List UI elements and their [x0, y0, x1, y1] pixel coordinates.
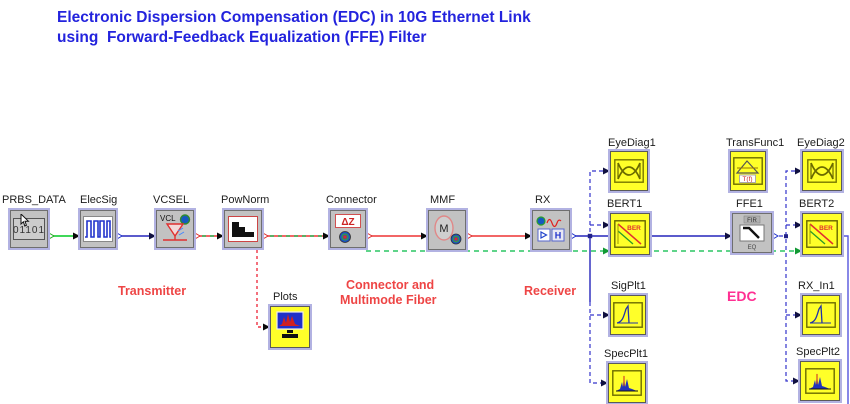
- block-mmf[interactable]: M: [428, 210, 466, 250]
- spectrum-plot-icon: [805, 368, 835, 394]
- block-pownorm[interactable]: [224, 210, 262, 248]
- section-label-fiber-line2: Multimode Fiber: [340, 293, 437, 307]
- svg-text:M: M: [439, 223, 448, 235]
- section-label-edc: EDC: [727, 288, 757, 304]
- wire-rx-ffe1: [570, 232, 732, 240]
- signal-plot-icon: [806, 302, 836, 328]
- svg-text:BER: BER: [627, 225, 641, 232]
- block-label-pownorm: PowNorm: [221, 194, 270, 206]
- connector-icon: ΔZ: [335, 214, 361, 243]
- block-connector[interactable]: ΔZ: [330, 210, 366, 248]
- block-label-mmf: MMF: [430, 194, 456, 206]
- block-label-transfunc1: TransFunc1: [726, 137, 785, 149]
- spectrum-plot-icon: [612, 370, 642, 396]
- block-label-specplt1: SpecPlt1: [604, 348, 649, 360]
- svg-text:EQ: EQ: [748, 245, 757, 251]
- ber-tester-icon: BER: [614, 220, 646, 248]
- title-line1: Electronic Dispersion Compensation (EDC)…: [57, 9, 531, 26]
- wire-bert2-output: [842, 235, 849, 404]
- block-label-connector: Connector: [326, 194, 377, 206]
- block-label-ffe1: FFE1: [736, 198, 763, 210]
- nrz-waveform-icon: [83, 216, 113, 242]
- wire-ffe1-monitor-bus: [772, 167, 802, 385]
- svg-text:ΔZ: ΔZ: [341, 217, 354, 228]
- wire-rx-monitor-bus: [587, 167, 610, 387]
- block-label-vcsel: VCSEL: [153, 194, 190, 206]
- block-specplt2[interactable]: [800, 361, 840, 401]
- power-step-icon: [228, 216, 258, 242]
- section-label-transmitter: Transmitter: [118, 284, 187, 298]
- fir-equalizer-icon: FIR EQ: [739, 215, 765, 251]
- multimode-fiber-icon: M: [434, 215, 462, 245]
- svg-text:T(f): T(f): [742, 176, 752, 183]
- wire-pownorm-plots: [256, 238, 270, 331]
- block-specplt1[interactable]: [608, 363, 646, 403]
- svg-text:01101: 01101: [13, 225, 45, 236]
- block-bert2[interactable]: BER: [802, 213, 842, 255]
- laser-diode-icon: VCL: [160, 214, 191, 241]
- svg-text:H: H: [555, 231, 562, 241]
- block-label-rxin1: RX_In1: [798, 280, 835, 292]
- eye-diagram-icon: [614, 159, 644, 183]
- monitor-screen-icon: [276, 311, 304, 338]
- block-label-rx: RX: [535, 194, 551, 206]
- title-line2: using Forward-Feedback Equalization (FFE…: [57, 29, 427, 46]
- block-eyediag1[interactable]: [610, 151, 648, 191]
- block-plots[interactable]: [270, 306, 310, 348]
- block-label-eyediag2: EyeDiag2: [797, 137, 845, 149]
- block-sigplt1[interactable]: [610, 295, 646, 335]
- eye-diagram-icon: [807, 159, 837, 183]
- section-label-fiber-line1: Connector and: [346, 278, 435, 292]
- block-vcsel[interactable]: VCL: [156, 210, 194, 248]
- svg-text:BER: BER: [819, 225, 833, 232]
- section-label-receiver: Receiver: [524, 284, 577, 298]
- block-rxin1[interactable]: [802, 295, 840, 335]
- wire-pownorm-connector: [262, 232, 330, 240]
- block-label-plots: Plots: [273, 291, 298, 303]
- wire-connector-mmf: [366, 232, 428, 240]
- block-prbs-data[interactable]: 01101: [10, 210, 48, 248]
- block-label-specplt2: SpecPlt2: [796, 346, 841, 358]
- block-label-elecsig: ElecSig: [80, 194, 118, 206]
- block-label-bert1: BERT1: [607, 198, 643, 210]
- wire-mmf-rx: [466, 232, 532, 240]
- block-ffe1[interactable]: FIR EQ: [732, 213, 772, 253]
- svg-text:VCL: VCL: [160, 214, 176, 223]
- block-rx[interactable]: H: [532, 210, 570, 250]
- block-label-sigplt1: SigPlt1: [611, 280, 646, 292]
- receiver-icon: H: [536, 216, 565, 242]
- block-elecsig[interactable]: [80, 210, 116, 248]
- ber-tester-icon: BER: [806, 220, 838, 248]
- block-eyediag2[interactable]: [802, 151, 842, 191]
- transfer-function-icon: T(f): [733, 157, 763, 185]
- block-label-prbs: PRBS_DATA: [2, 194, 66, 206]
- output-ports: [47, 231, 779, 241]
- diagram-title: Electronic Dispersion Compensation (EDC)…: [57, 8, 531, 48]
- signal-plot-icon: [613, 302, 643, 328]
- svg-text:FIR: FIR: [747, 218, 757, 224]
- block-label-bert2: BERT2: [799, 198, 835, 210]
- mouse-cursor-icon: [20, 214, 30, 227]
- block-bert1[interactable]: BER: [610, 213, 650, 255]
- wire-logical-reference: [366, 247, 802, 255]
- block-transfunc1[interactable]: T(f): [730, 151, 766, 191]
- block-label-eyediag1: EyeDiag1: [608, 137, 656, 149]
